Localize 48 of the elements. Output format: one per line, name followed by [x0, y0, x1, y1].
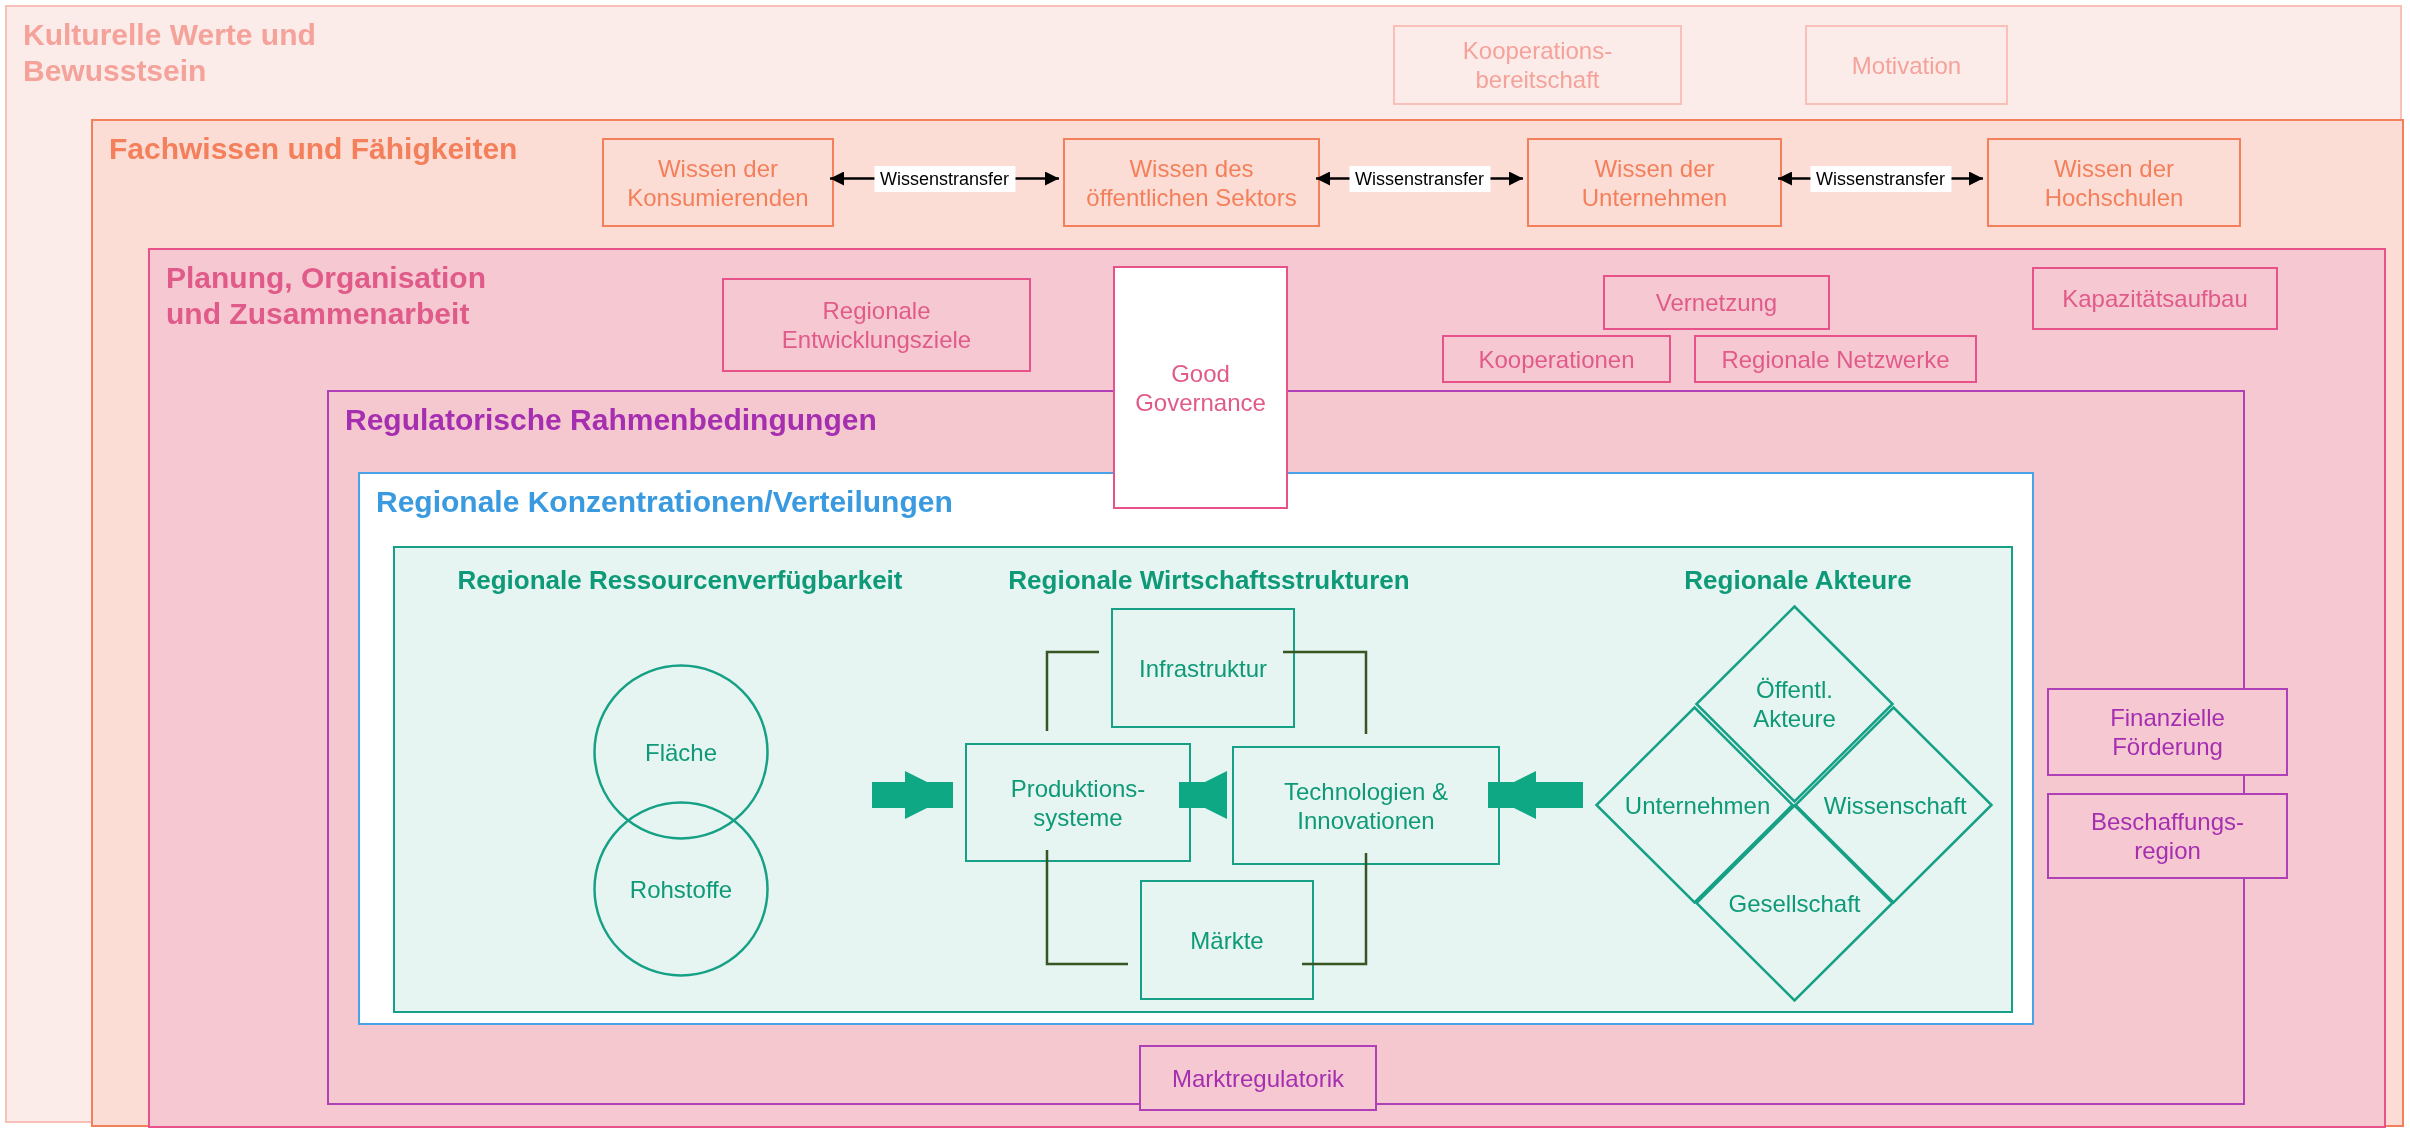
- text-box: Wissen der Hochschulen: [1987, 138, 2241, 227]
- text-box: Infrastruktur: [1111, 608, 1295, 728]
- connector-line: [1283, 650, 1368, 734]
- node-label: Öffentl. Akteure: [1752, 675, 1837, 733]
- text-box: Technologien & Innovationen: [1232, 746, 1500, 865]
- panel-heading: Fachwissen und Fähigkeiten: [109, 131, 518, 167]
- text-box: Regionale Entwicklungsziele: [722, 278, 1031, 372]
- concentration-panel: [358, 472, 2034, 1025]
- text-box: Produktions-systeme: [965, 743, 1191, 862]
- node-label: Fläche: [644, 737, 717, 767]
- text-box: Marktregulatorik: [1139, 1045, 1377, 1111]
- panel-heading: Regulatorische Rahmenbedingungen: [345, 402, 877, 438]
- arrow: [830, 171, 1059, 186]
- text-box: Regionale Netzwerke: [1694, 335, 1977, 383]
- text-box: Wissen der Unternehmen: [1527, 138, 1782, 227]
- text-box: Beschaffungs-region: [2047, 793, 2288, 879]
- column-heading: Regionale Ressourcenverfügbarkeit: [456, 564, 904, 597]
- block-arrow: [1179, 771, 1227, 819]
- block-arrow: [1488, 771, 1583, 819]
- block-arrow: [872, 771, 953, 819]
- region-panel: [393, 546, 2013, 1013]
- column-heading: Regionale Akteure: [1683, 564, 1913, 597]
- planning-panel: [148, 248, 2386, 1128]
- arrow: [1778, 171, 1983, 186]
- text-box: Kapazitätsaufbau: [2032, 267, 2278, 330]
- regulation-panel: [327, 390, 2245, 1105]
- text-box: Wissen der Konsumierenden: [602, 138, 834, 227]
- text-box: Finanzielle Förderung: [2047, 688, 2288, 776]
- connector-line: [1045, 650, 1099, 731]
- text-box: Good Governance: [1113, 266, 1288, 509]
- edge-label: Wissenstransfer: [874, 165, 1015, 192]
- panel-heading: Planung, Organisation und Zusammenarbeit: [166, 260, 488, 332]
- connector-line: [1302, 853, 1368, 966]
- panel-heading: Kulturelle Werte und Bewusstsein: [23, 17, 317, 89]
- edge-label: Wissenstransfer: [1349, 165, 1490, 192]
- column-heading: Regionale Wirtschaftsstrukturen: [1007, 564, 1411, 597]
- node-label: Gesellschaft: [1728, 888, 1861, 918]
- edge-label: Wissenstransfer: [1810, 165, 1951, 192]
- text-box: Motivation: [1805, 25, 2008, 105]
- node-label: Rohstoffe: [629, 874, 733, 904]
- text-box: Märkte: [1140, 880, 1314, 1000]
- connector-line: [1045, 850, 1128, 966]
- text-box: Kooperations-bereitschaft: [1393, 25, 1682, 105]
- text-box: Kooperationen: [1442, 335, 1671, 383]
- text-box: Wissen des öffentlichen Sektors: [1063, 138, 1320, 227]
- text-box: Vernetzung: [1603, 275, 1830, 330]
- panel-heading: Regionale Konzentrationen/Verteilungen: [376, 484, 953, 520]
- arrow: [1316, 171, 1523, 186]
